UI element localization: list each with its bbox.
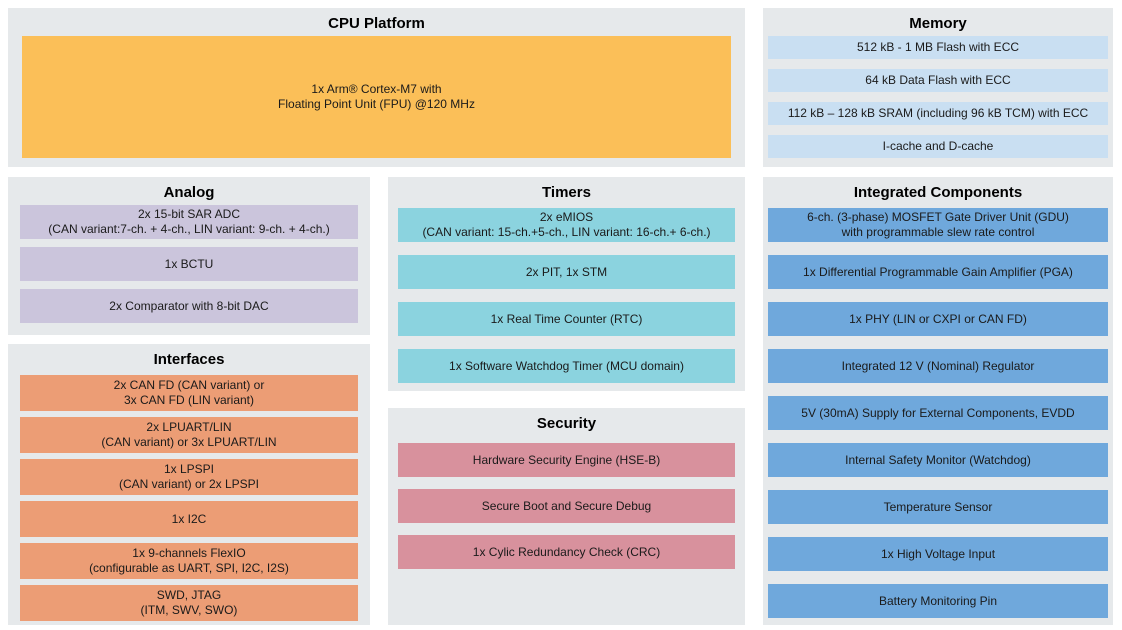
section-title-cpu-platform: CPU Platform <box>328 15 425 32</box>
block-text-line: 2x Comparator with 8-bit DAC <box>109 298 269 313</box>
block-lpuart-lin: 2x LPUART/LIN(CAN variant) or 3x LPUART/… <box>20 417 358 453</box>
block-text-line: Integrated 12 V (Nominal) Regulator <box>841 358 1035 373</box>
block-battery-monitoring-pin: Battery Monitoring Pin <box>768 584 1108 618</box>
block-comparator: 2x Comparator with 8-bit DAC <box>20 289 358 323</box>
block-text-line: 512 kB - 1 MB Flash with ECC <box>856 40 1020 54</box>
block-phy: 1x PHY (LIN or CXPI or CAN FD) <box>768 302 1108 336</box>
section-title-timers: Timers <box>542 184 591 201</box>
block-text-line: 1x Software Watchdog Timer (MCU domain) <box>449 358 684 373</box>
block-text-line: Battery Monitoring Pin <box>878 593 998 608</box>
block-sar-adc: 2x 15-bit SAR ADC(CAN variant:7-ch. + 4-… <box>20 205 358 239</box>
block-secure-boot: Secure Boot and Secure Debug <box>398 489 735 523</box>
block-evdd-supply: 5V (30mA) Supply for External Components… <box>768 396 1108 430</box>
block-text-line: 1x I2C <box>171 511 207 526</box>
section-analog: Analog 2x 15-bit SAR ADC(CAN variant:7-c… <box>8 177 370 335</box>
block-high-voltage-input: 1x High Voltage Input <box>768 537 1108 571</box>
block-text-line: 1x LPSPI <box>163 462 215 476</box>
section-title-analog: Analog <box>163 184 215 201</box>
block-text-line: Temperature Sensor <box>883 499 993 514</box>
block-regulator: Integrated 12 V (Nominal) Regulator <box>768 349 1108 383</box>
block-text-line: Secure Boot and Secure Debug <box>481 498 652 513</box>
block-text-line: 2x eMIOS <box>539 210 594 224</box>
integrated-components-blocks: 6-ch. (3-phase) MOSFET Gate Driver Unit … <box>763 208 1113 618</box>
block-text-line: 5V (30mA) Supply for External Components… <box>801 405 1075 420</box>
block-cache: I-cache and D-cache <box>768 135 1108 158</box>
block-pit-stm: 2x PIT, 1x STM <box>398 255 735 289</box>
block-sram: 112 kB – 128 kB SRAM (including 96 kB TC… <box>768 102 1108 125</box>
section-memory: Memory 512 kB - 1 MB Flash with ECC 64 kB… <box>763 8 1113 167</box>
block-pga: 1x Differential Programmable Gain Amplif… <box>768 255 1108 289</box>
block-text-line: Floating Point Unit (FPU) @120 MHz <box>278 97 475 111</box>
block-data-flash: 64 kB Data Flash with ECC <box>768 69 1108 92</box>
block-text-line: 112 kB – 128 kB SRAM (including 96 kB TC… <box>787 106 1089 120</box>
block-gdu: 6-ch. (3-phase) MOSFET Gate Driver Unit … <box>768 208 1108 242</box>
block-text-line: (CAN variant) or 3x LPUART/LIN <box>101 435 277 449</box>
block-text-line: 1x High Voltage Input <box>880 546 996 561</box>
block-text-line: 1x BCTU <box>164 256 214 271</box>
block-temperature-sensor: Temperature Sensor <box>768 490 1108 524</box>
memory-blocks: 512 kB - 1 MB Flash with ECC 64 kB Data F… <box>763 36 1113 158</box>
block-text-line: 1x Arm® Cortex-M7 with <box>311 82 442 96</box>
block-text-line: 64 kB Data Flash with ECC <box>865 73 1011 87</box>
timers-blocks: 2x eMIOS(CAN variant: 15-ch.+5-ch., LIN … <box>388 208 745 383</box>
block-text-line: 1x Differential Programmable Gain Amplif… <box>803 264 1073 279</box>
block-bctu: 1x BCTU <box>20 247 358 281</box>
block-text-line: 1x PHY (LIN or CXPI or CAN FD) <box>849 311 1027 326</box>
section-integrated-components: Integrated Components 6-ch. (3-phase) MO… <box>763 177 1113 625</box>
section-title-memory: Memory <box>909 15 967 32</box>
security-blocks: Hardware Security Engine (HSE-B) Secure B… <box>388 443 745 569</box>
block-text-line: 2x LPUART/LIN <box>146 420 232 434</box>
block-text-line: I-cache and D-cache <box>882 139 994 153</box>
block-i2c: 1x I2C <box>20 501 358 537</box>
block-text-line: 1x 9-channels FlexIO <box>132 546 246 560</box>
block-text-line: 2x 15-bit SAR ADC <box>137 207 241 221</box>
block-crc: 1x Cylic Redundancy Check (CRC) <box>398 535 735 569</box>
block-text-line: 2x CAN FD (CAN variant) or <box>113 378 265 392</box>
block-lpspi: 1x LPSPI(CAN variant) or 2x LPSPI <box>20 459 358 495</box>
block-rtc: 1x Real Time Counter (RTC) <box>398 302 735 336</box>
block-hse: Hardware Security Engine (HSE-B) <box>398 443 735 477</box>
block-text-line: 3x CAN FD (LIN variant) <box>123 393 255 407</box>
block-text-line: (CAN variant: 15-ch.+5-ch., LIN variant:… <box>422 225 711 239</box>
analog-blocks: 2x 15-bit SAR ADC(CAN variant:7-ch. + 4-… <box>8 205 370 323</box>
block-text-line: (configurable as UART, SPI, I2C, I2S) <box>89 561 289 575</box>
section-timers: Timers 2x eMIOS(CAN variant: 15-ch.+5-ch… <box>388 177 745 391</box>
section-title-interfaces: Interfaces <box>153 351 225 368</box>
block-text-line: (CAN variant) or 2x LPSPI <box>118 477 260 491</box>
block-text-line: 2x PIT, 1x STM <box>525 264 608 279</box>
block-text-line: 1x Cylic Redundancy Check (CRC) <box>472 544 661 559</box>
block-text-line: Internal Safety Monitor (Watchdog) <box>845 452 1031 467</box>
block-text-line: Hardware Security Engine (HSE-B) <box>472 452 661 467</box>
section-security: Security Hardware Security Engine (HSE-B… <box>388 408 745 625</box>
block-text-line: 1x Real Time Counter (RTC) <box>490 311 643 326</box>
block-text-line: SWD, JTAG <box>156 588 222 602</box>
block-text-line: (ITM, SWV, SWO) <box>140 603 238 617</box>
block-emios: 2x eMIOS(CAN variant: 15-ch.+5-ch., LIN … <box>398 208 735 242</box>
block-flash: 512 kB - 1 MB Flash with ECC <box>768 36 1108 59</box>
block-text-line: (CAN variant:7-ch. + 4-ch., LIN variant:… <box>48 222 330 236</box>
block-text-line: 6-ch. (3-phase) MOSFET Gate Driver Unit … <box>807 210 1069 224</box>
section-title-integrated-components: Integrated Components <box>853 184 1023 201</box>
block-watchdog-timer: 1x Software Watchdog Timer (MCU domain) <box>398 349 735 383</box>
block-flexio: 1x 9-channels FlexIO(configurable as UAR… <box>20 543 358 579</box>
block-swd-jtag: SWD, JTAG(ITM, SWV, SWO) <box>20 585 358 621</box>
block-safety-monitor: Internal Safety Monitor (Watchdog) <box>768 443 1108 477</box>
section-title-security: Security <box>536 415 597 432</box>
block-text-line: with programmable slew rate control <box>841 225 1035 239</box>
